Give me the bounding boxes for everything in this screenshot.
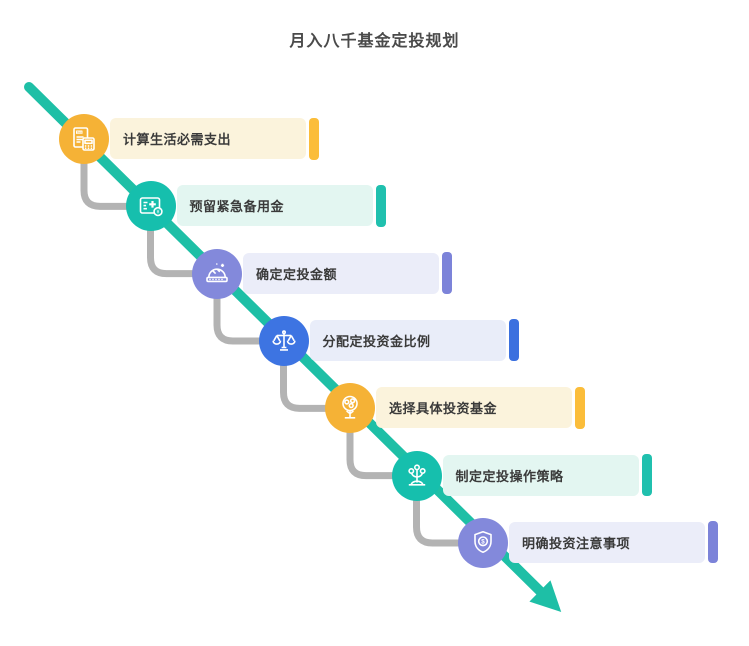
step-label: 分配定投资金比例: [322, 333, 431, 349]
sprout-icon: [407, 464, 426, 486]
step-label: 制定定投操作策略: [455, 468, 564, 484]
money-tree-icon: [342, 396, 358, 419]
step-label: 计算生活必需支出: [123, 132, 232, 147]
step-connector: [280, 340, 350, 412]
step-label: 确定定投金额: [256, 266, 338, 282]
step-label: 选择具体投资基金: [389, 401, 498, 417]
svg-text:$: $: [481, 539, 485, 546]
step-card: 选择具体投资基金: [376, 387, 572, 429]
step-circle: [391, 450, 442, 501]
shield-dollar-icon: $: [474, 530, 492, 553]
step-accent-bar: [575, 386, 585, 429]
coins-pile-icon: [206, 262, 228, 282]
step-accent-bar: [708, 521, 718, 564]
step-card: 分配定投资金比例: [309, 319, 506, 361]
svg-text:TAX: TAX: [77, 130, 82, 134]
step-card: 制定定投操作策略: [442, 454, 639, 496]
step-circle: $: [458, 517, 508, 568]
balance-scale-icon: [271, 330, 296, 351]
step-accent-bar: [375, 184, 386, 227]
diagram-title: 月入八千基金定投规划: [289, 33, 460, 50]
step-accent-bar: [309, 117, 319, 160]
step-card: 计算生活必需支出: [110, 118, 306, 159]
step-card: 预留紧急备用金: [176, 185, 373, 227]
step-accent-bar: [442, 252, 452, 295]
step-connector: [413, 475, 483, 547]
step-circle: [192, 248, 242, 299]
step-label: 明确投资注意事项: [522, 535, 631, 551]
step-accent-bar: [641, 454, 652, 497]
tax-calculator-icon: TAX: [73, 127, 95, 151]
step-circle: ¥: [125, 181, 176, 232]
step-circle: TAX: [59, 114, 109, 164]
step-connector: [80, 139, 151, 210]
step-circle: [258, 315, 309, 366]
step-circle: [325, 383, 375, 434]
step-label: 预留紧急备用金: [189, 199, 285, 215]
step-accent-bar: [508, 319, 519, 362]
step-connector: [213, 273, 284, 345]
emergency-kit-icon: ¥: [139, 197, 163, 217]
step-connector: [147, 206, 217, 278]
step-card: 明确投资注意事项: [509, 521, 705, 563]
svg-text:¥: ¥: [156, 210, 159, 216]
step-connector: [346, 408, 417, 480]
step-card: 确定定投金额: [243, 252, 439, 294]
